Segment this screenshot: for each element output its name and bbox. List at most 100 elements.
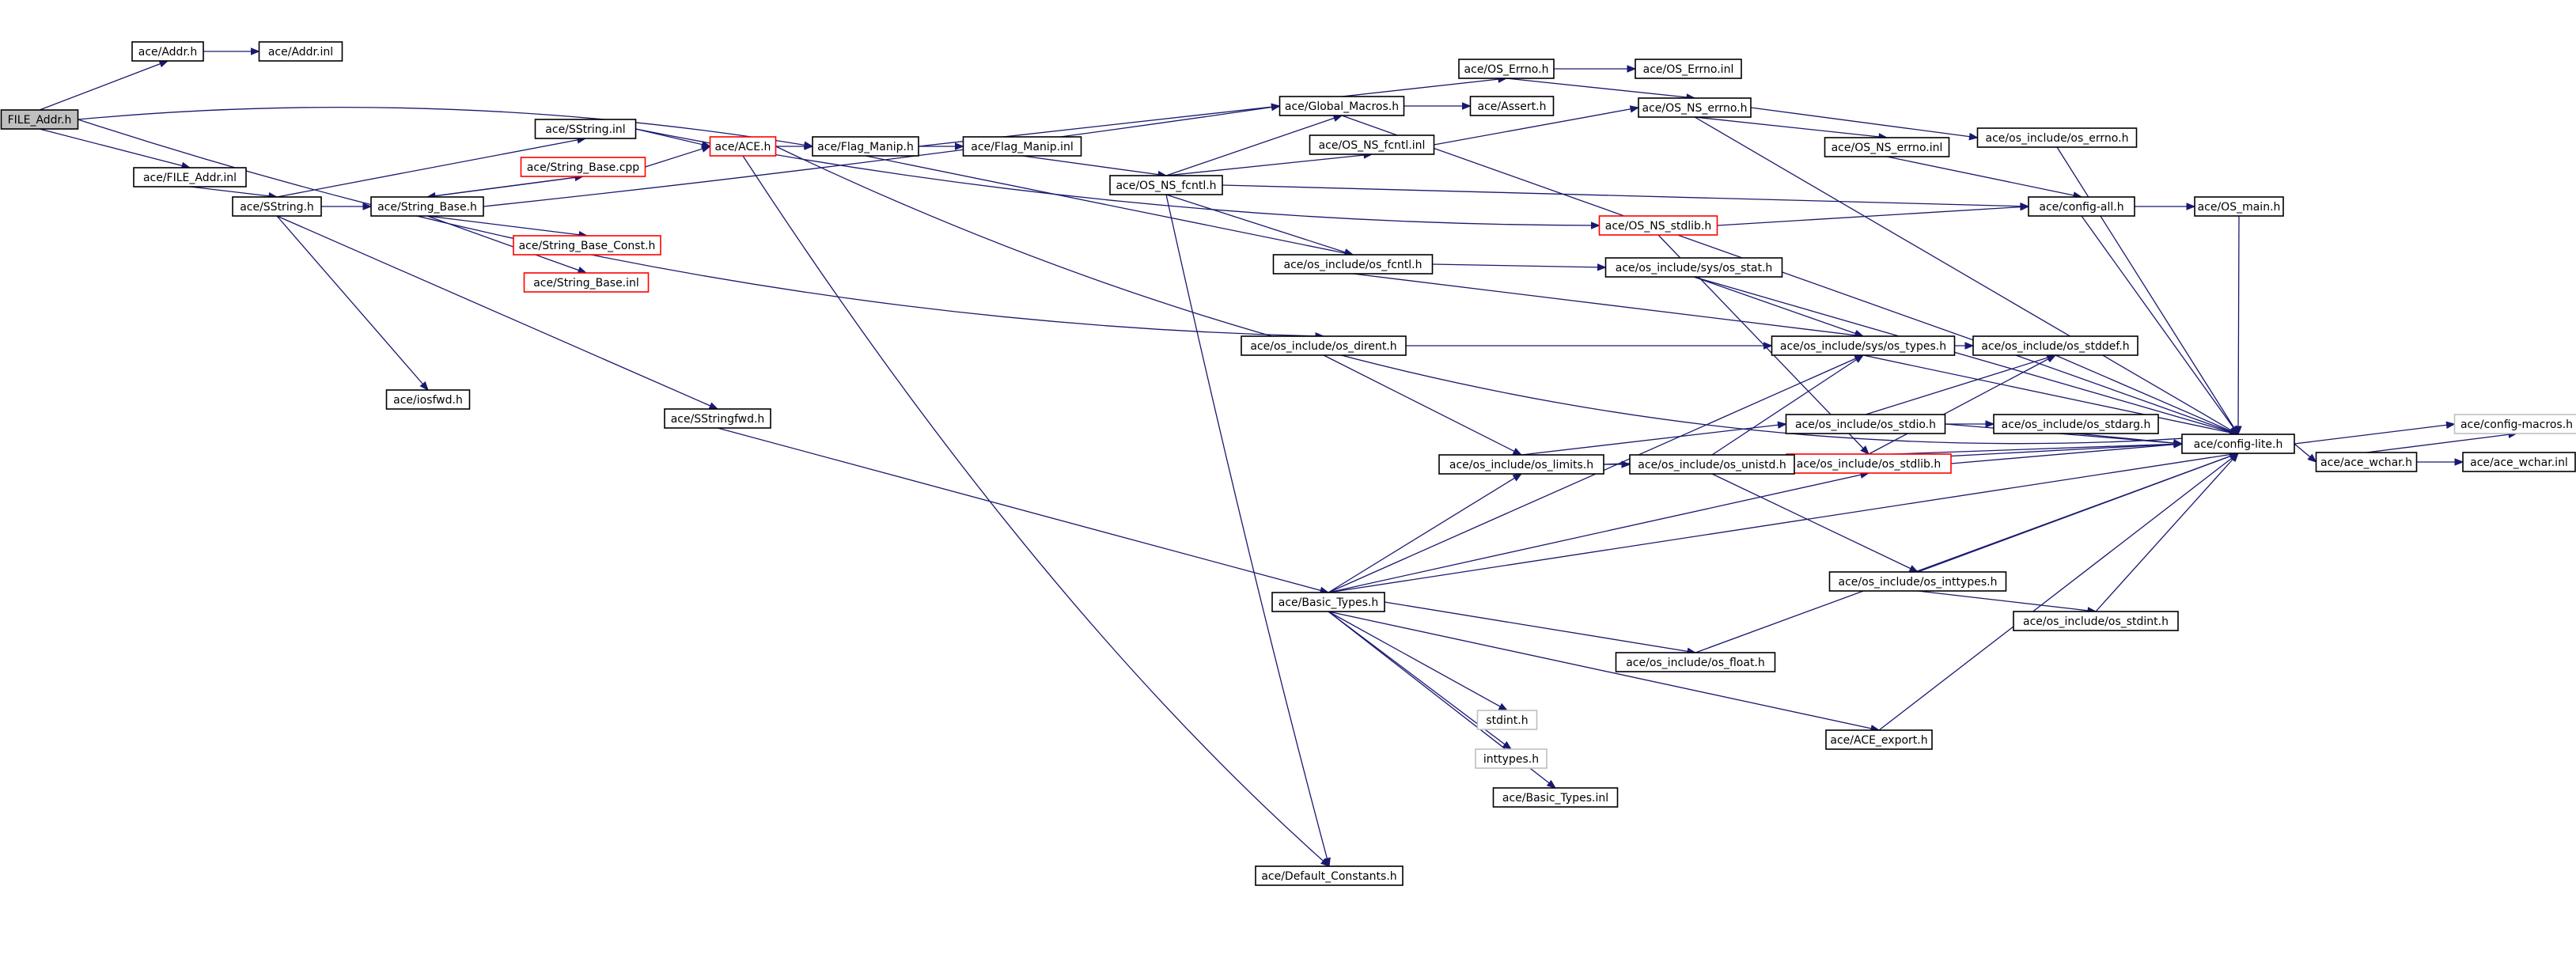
node-sstring-inl[interactable]: ace/SString.inl: [534, 119, 637, 139]
node-basic-types-inl[interactable]: ace/Basic_Types.inl: [1492, 787, 1619, 808]
node-label: ace/Addr.h: [138, 46, 198, 59]
edge-os_fcntl_h-to-sys_os_types_h: [1352, 273, 1865, 339]
edge-ace_wchar_h-to-config_macros_h: [2366, 430, 2518, 453]
node-label: ace/OS_Errno.inl: [1643, 63, 1734, 76]
node-file-addr-h[interactable]: FILE_Addr.h: [0, 109, 79, 130]
node-ace-export-h[interactable]: ace/ACE_export.h: [1825, 729, 1933, 750]
edge-config_lite_h-to-config_macros_h: [2294, 421, 2456, 445]
node-label: ace/Basic_Types.h: [1279, 596, 1378, 609]
node-sys-os-stat-h[interactable]: ace/os_include/sys/os_stat.h: [1604, 257, 1783, 278]
node-sstringfwd-h[interactable]: ace/SStringfwd.h: [664, 408, 771, 429]
node-box: [534, 119, 637, 139]
edge-sys_os_stat_h-to-sys_os_types_h: [1693, 276, 1865, 337]
node-label: ace/os_include/os_unistd.h: [1638, 459, 1786, 471]
node-assert-h[interactable]: ace/Assert.h: [1469, 96, 1555, 116]
edge-basic_types_h-to-os_float_h: [1384, 601, 1697, 655]
node-flag-manip-h[interactable]: ace/Flag_Manip.h: [812, 136, 919, 157]
node-inttypes-h[interactable]: inttypes.h: [1475, 748, 1547, 769]
edge-ace_h-to-flag_manip_h: [775, 142, 814, 150]
node-label: ace/os_include/os_stdint.h: [2023, 615, 2169, 628]
node-label: ace/Assert.h: [1478, 100, 1547, 113]
node-os-errno-h[interactable]: ace/OS_Errno.h: [1458, 59, 1555, 79]
node-os-inttypes-h[interactable]: ace/os_include/os_inttypes.h: [1828, 571, 2007, 592]
node-string-base-const-h[interactable]: ace/String_Base_Const.h: [513, 235, 661, 256]
node-box: [1615, 652, 1776, 672]
node-stdint-h[interactable]: stdint.h: [1476, 710, 1538, 730]
edge-addr_h-to-addr_inl: [203, 47, 260, 55]
node-box: [1786, 453, 1952, 474]
node-config-lite-h[interactable]: ace/config-lite.h: [2181, 434, 2295, 454]
node-string-base-cpp[interactable]: ace/String_Base.cpp: [520, 157, 646, 177]
node-os-stddef-h[interactable]: ace/os_include/os_stddef.h: [1972, 335, 2138, 356]
node-addr-h[interactable]: ace/Addr.h: [131, 41, 204, 62]
node-box: [1492, 787, 1619, 808]
node-default-constants-h[interactable]: ace/Default_Constants.h: [1255, 865, 1404, 886]
node-os-ns-fcntl-h[interactable]: ace/OS_NS_fcntl.h: [1109, 175, 1223, 195]
node-os-stdio-h[interactable]: ace/os_include/os_stdio.h: [1785, 414, 1946, 434]
node-string-base-h[interactable]: ace/String_Base.h: [370, 196, 484, 217]
node-os-unistd-h[interactable]: ace/os_include/os_unistd.h: [1629, 454, 1795, 475]
node-os-stdarg-h[interactable]: ace/os_include/os_stdarg.h: [1993, 414, 2159, 434]
node-os-main-h[interactable]: ace/OS_main.h: [2194, 196, 2284, 217]
node-os-dirent-h[interactable]: ace/os_include/os_dirent.h: [1241, 335, 1407, 356]
edge-basic_types_h-to-os_stdlib_h: [1328, 471, 1870, 593]
edge-os_fcntl_h-to-sys_os_stat_h: [1432, 263, 1607, 271]
node-os-include-os-errno-h[interactable]: ace/os_include/os_errno.h: [1976, 127, 2138, 148]
edge-os_ns_errno_h-to-os_include_os_errno_h: [1750, 107, 1979, 141]
node-os-ns-errno-inl[interactable]: ace/OS_NS_errno.inl: [1824, 137, 1950, 157]
node-label: ace/os_include/os_dirent.h: [1250, 340, 1396, 353]
node-ace-wchar-h[interactable]: ace/ace_wchar.h: [2315, 452, 2418, 472]
node-os-float-h[interactable]: ace/os_include/os_float.h: [1615, 652, 1776, 672]
node-box: [2013, 611, 2179, 631]
node-sys-os-types-h[interactable]: ace/os_include/sys/os_types.h: [1771, 335, 1956, 356]
node-os-stdint-h[interactable]: ace/os_include/os_stdint.h: [2013, 611, 2179, 631]
node-box: [1438, 454, 1604, 475]
node-label: ace/os_include/os_stddef.h: [1981, 340, 2129, 353]
node-flag-manip-inl[interactable]: ace/Flag_Manip.inl: [962, 136, 1082, 157]
edge-os_ns_fcntl_h-to-os_fcntl_h: [1165, 194, 1354, 256]
node-string-base-inl[interactable]: ace/String_Base.inl: [523, 272, 650, 293]
node-iosfwd-h[interactable]: ace/iosfwd.h: [385, 389, 471, 410]
node-box: [1972, 335, 2138, 356]
edge-os_ns_stdlib_h-to-config_all_h: [1717, 203, 2030, 226]
node-os-ns-stdlib-h[interactable]: ace/OS_NS_stdlib.h: [1598, 215, 1718, 236]
node-box: [520, 157, 646, 177]
node-box: [370, 196, 484, 217]
node-config-all-h[interactable]: ace/config-all.h: [2028, 196, 2135, 217]
node-sstring-h[interactable]: ace/SString.h: [232, 196, 322, 217]
edge-os_ns_fcntl_h-to-os_ns_fcntl_inl: [1165, 151, 1373, 176]
node-basic-types-h[interactable]: ace/Basic_Types.h: [1271, 592, 1385, 612]
edge-ace_h-to-default_constants_h: [742, 155, 1331, 867]
node-label: ace/OS_NS_fcntl.h: [1116, 180, 1216, 192]
node-os-limits-h[interactable]: ace/os_include/os_limits.h: [1438, 454, 1604, 475]
edge-os_ns_fcntl_h-to-default_constants_h: [1165, 194, 1331, 868]
node-label: ace/os_include/os_errno.h: [1986, 132, 2129, 145]
node-config-macros-h[interactable]: ace/config-macros.h: [2453, 414, 2576, 434]
node-os-fcntl-h[interactable]: ace/os_include/os_fcntl.h: [1272, 254, 1434, 275]
node-label: ace/OS_main.h: [2198, 201, 2281, 214]
node-ace-wchar-inl[interactable]: ace/ace_wchar.inl: [2462, 452, 2576, 472]
edge-os_ns_fcntl_inl-to-os_ns_errno_h: [1434, 105, 1640, 146]
node-os-stdlib-h[interactable]: ace/os_include/os_stdlib.h: [1786, 453, 1952, 474]
node-label: ace/os_include/os_inttypes.h: [1839, 576, 1998, 589]
node-label: ace/os_include/os_stdlib.h: [1797, 458, 1941, 471]
node-ace-h[interactable]: ace/ACE.h: [709, 136, 777, 157]
node-global-macros-h[interactable]: ace/Global_Macros.h: [1279, 96, 1405, 116]
node-file-addr-inl[interactable]: ace/FILE_Addr.inl: [133, 167, 247, 187]
node-label: ace/os_include/os_limits.h: [1449, 459, 1593, 471]
node-box: [1109, 175, 1223, 195]
edge-sys_os_types_h-to-os_stddef_h: [1954, 342, 1975, 350]
node-label: ace/OS_Errno.h: [1464, 63, 1549, 76]
node-box: [664, 408, 771, 429]
node-label: ace/Global_Macros.h: [1285, 100, 1399, 113]
node-box: [1271, 592, 1385, 612]
edge-os_errno_h-to-os_errno_inl: [1554, 65, 1637, 73]
node-os-ns-errno-h[interactable]: ace/OS_NS_errno.h: [1638, 97, 1752, 118]
edge-layer: [39, 47, 2518, 868]
node-box: [2453, 414, 2576, 434]
node-os-errno-inl[interactable]: ace/OS_Errno.inl: [1635, 59, 1742, 79]
node-label: ace/FILE_Addr.inl: [143, 172, 237, 184]
node-os-ns-fcntl-inl[interactable]: ace/OS_NS_fcntl.inl: [1309, 134, 1435, 155]
node-label: ace/os_include/os_fcntl.h: [1284, 259, 1422, 271]
node-addr-inl[interactable]: ace/Addr.inl: [258, 41, 343, 62]
